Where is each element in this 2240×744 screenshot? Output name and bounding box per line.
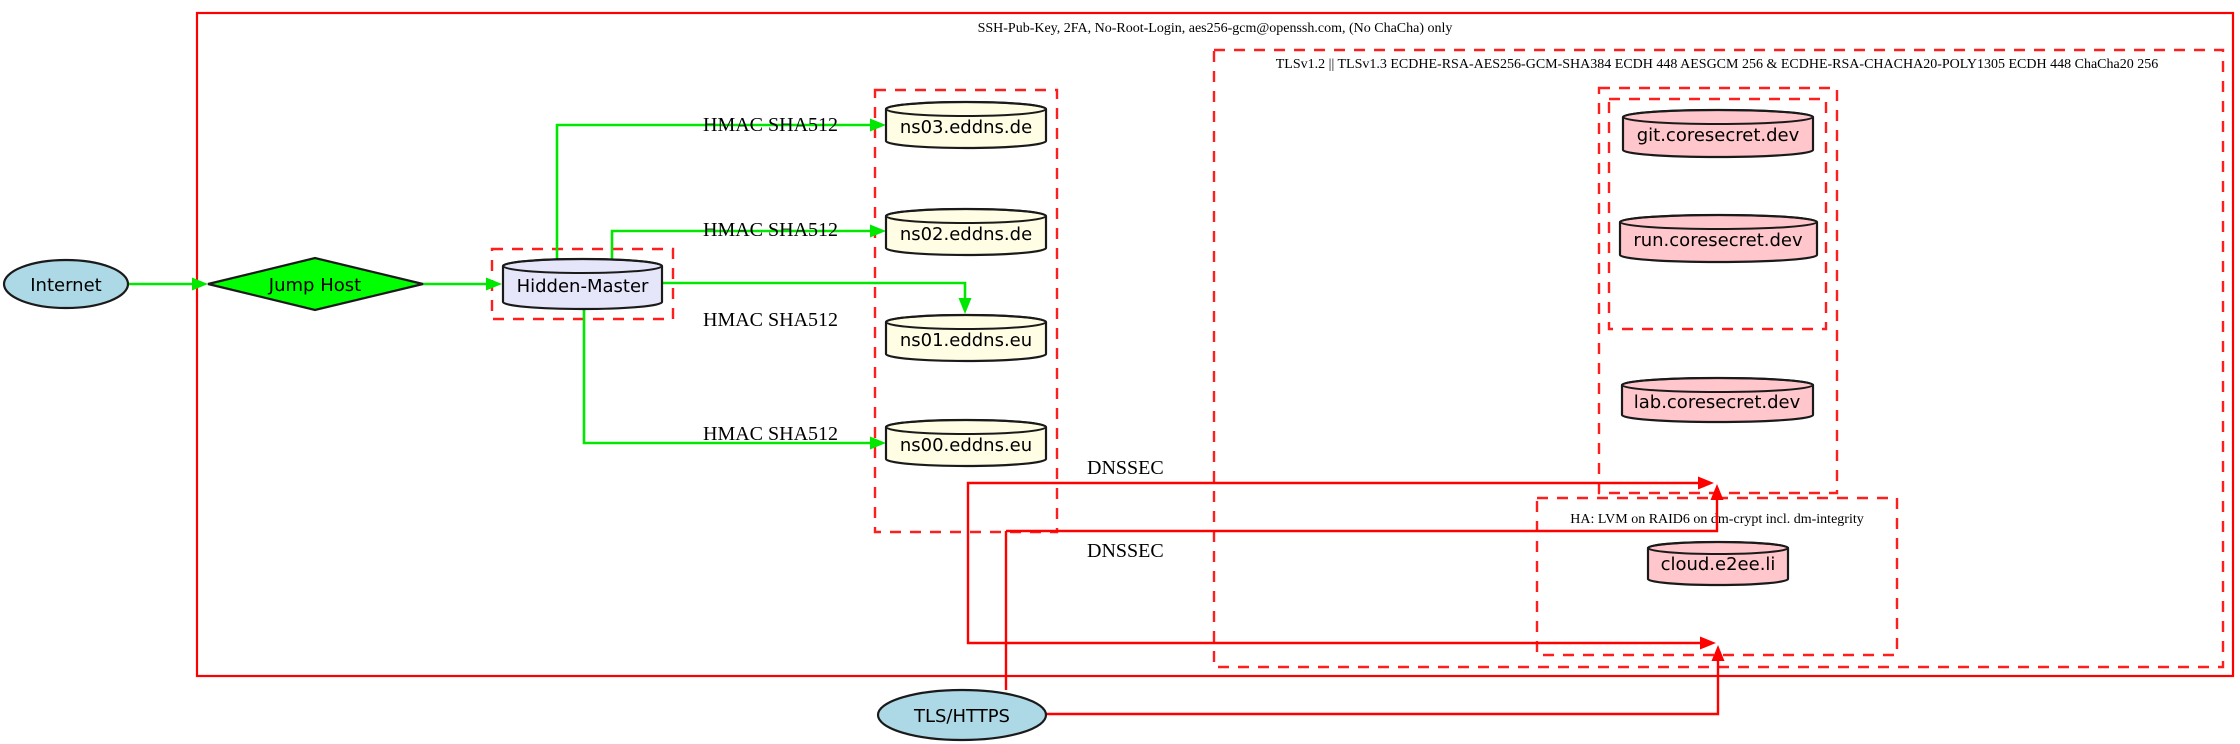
arrowhead-servers-up (1710, 484, 1724, 500)
ns01-label: ns01.eddns.eu (900, 330, 1032, 351)
tls-cluster-label: TLSv1.2 || TLSv1.3 ECDHE-RSA-AES256-GCM-… (1276, 57, 2158, 72)
jump-host-node: Jump Host (207, 256, 424, 312)
edge-label-hmac-ns03: HMAC SHA512 (703, 114, 838, 136)
ns00-cylinder-rim (885, 419, 1047, 435)
edge-dnssec-to-servers-right (966, 481, 1699, 645)
ns03-node: ns03.eddns.de (884, 100, 1048, 150)
servers-inner-cluster-box (1607, 97, 1828, 331)
lab-cylinder-rim (1621, 377, 1814, 393)
edge-label-hmac-ns00: HMAC SHA512 (703, 423, 838, 445)
cloud-cylinder-rim (1647, 541, 1789, 555)
hidden-master-cylinder-rim (502, 258, 663, 274)
ssh-cluster-box (195, 11, 2235, 678)
edge-hiddenmaster-to-ns00 (582, 309, 871, 445)
ns01-cylinder-rim (885, 314, 1047, 330)
ns02-label: ns02.eddns.de (900, 224, 1032, 245)
run-label: run.coresecret.dev (1633, 230, 1803, 251)
arrowhead-internet-to-jumphost (192, 277, 208, 291)
ssh-cluster-label: SSH-Pub-Key, 2FA, No-Root-Login, aes256-… (978, 21, 1453, 36)
run-node: run.coresecret.dev (1618, 213, 1819, 264)
ns00-node: ns00.eddns.eu (884, 418, 1048, 468)
ns03-cylinder-rim (885, 101, 1047, 117)
internet-ellipse (2, 258, 130, 310)
git-cylinder-rim (1622, 109, 1814, 125)
edge-dnssec-to-servers-up (1006, 499, 1719, 533)
ns00-label: ns00.eddns.eu (900, 435, 1032, 456)
arrowhead-ns01 (958, 298, 972, 314)
edge-label-hmac-ns01: HMAC SHA512 (703, 309, 838, 331)
arrowhead-servers-right (1698, 476, 1714, 490)
arrowhead-ns00 (870, 436, 886, 450)
ns03-label: ns03.eddns.de (900, 117, 1032, 138)
internet-label: Internet (30, 275, 101, 296)
ns02-cylinder-rim (885, 208, 1047, 224)
edge-label-dnssec-lower: DNSSEC (1087, 540, 1164, 562)
run-cylinder-rim (1619, 214, 1818, 230)
edge-label-dnssec-upper: DNSSEC (1087, 457, 1164, 479)
edge-hiddenmaster-to-ns01 (662, 281, 967, 299)
arrowhead-ns02 (870, 224, 886, 238)
arrowhead-ha-right (1700, 636, 1716, 650)
ns02-node: ns02.eddns.de (884, 207, 1048, 257)
lab-node: lab.coresecret.dev (1620, 376, 1815, 424)
git-node: git.coresecret.dev (1621, 108, 1815, 159)
tls-https-node: TLS/HTTPS (876, 688, 1048, 742)
cloud-label: cloud.e2ee.li (1661, 554, 1776, 575)
jump-host-diamond (207, 256, 424, 312)
tls-https-label: TLS/HTTPS (913, 706, 1010, 727)
nameservers-cluster-box (873, 88, 1059, 534)
edge-tlshttps-to-ha-up (1046, 660, 1720, 716)
edge-hiddenmaster-to-ns02 (610, 229, 871, 259)
internet-node: Internet (2, 258, 130, 310)
lab-label: lab.coresecret.dev (1634, 392, 1801, 413)
ns01-node: ns01.eddns.eu (884, 313, 1048, 363)
git-label: git.coresecret.dev (1637, 125, 1800, 146)
edge-label-hmac-ns02: HMAC SHA512 (703, 219, 838, 241)
jump-host-label: Jump Host (268, 275, 361, 296)
edge-hiddenmaster-to-ns03 (555, 123, 871, 259)
tls-https-ellipse (876, 688, 1048, 742)
cloud-node: cloud.e2ee.li (1646, 540, 1790, 587)
arrowhead-ha-up (1711, 645, 1725, 661)
arrowhead-jumphost-to-hiddenmaster (486, 277, 502, 291)
hidden-master-label: Hidden-Master (517, 276, 649, 297)
arrowhead-ns03 (870, 118, 886, 132)
hidden-master-node: Hidden-Master (501, 257, 664, 311)
